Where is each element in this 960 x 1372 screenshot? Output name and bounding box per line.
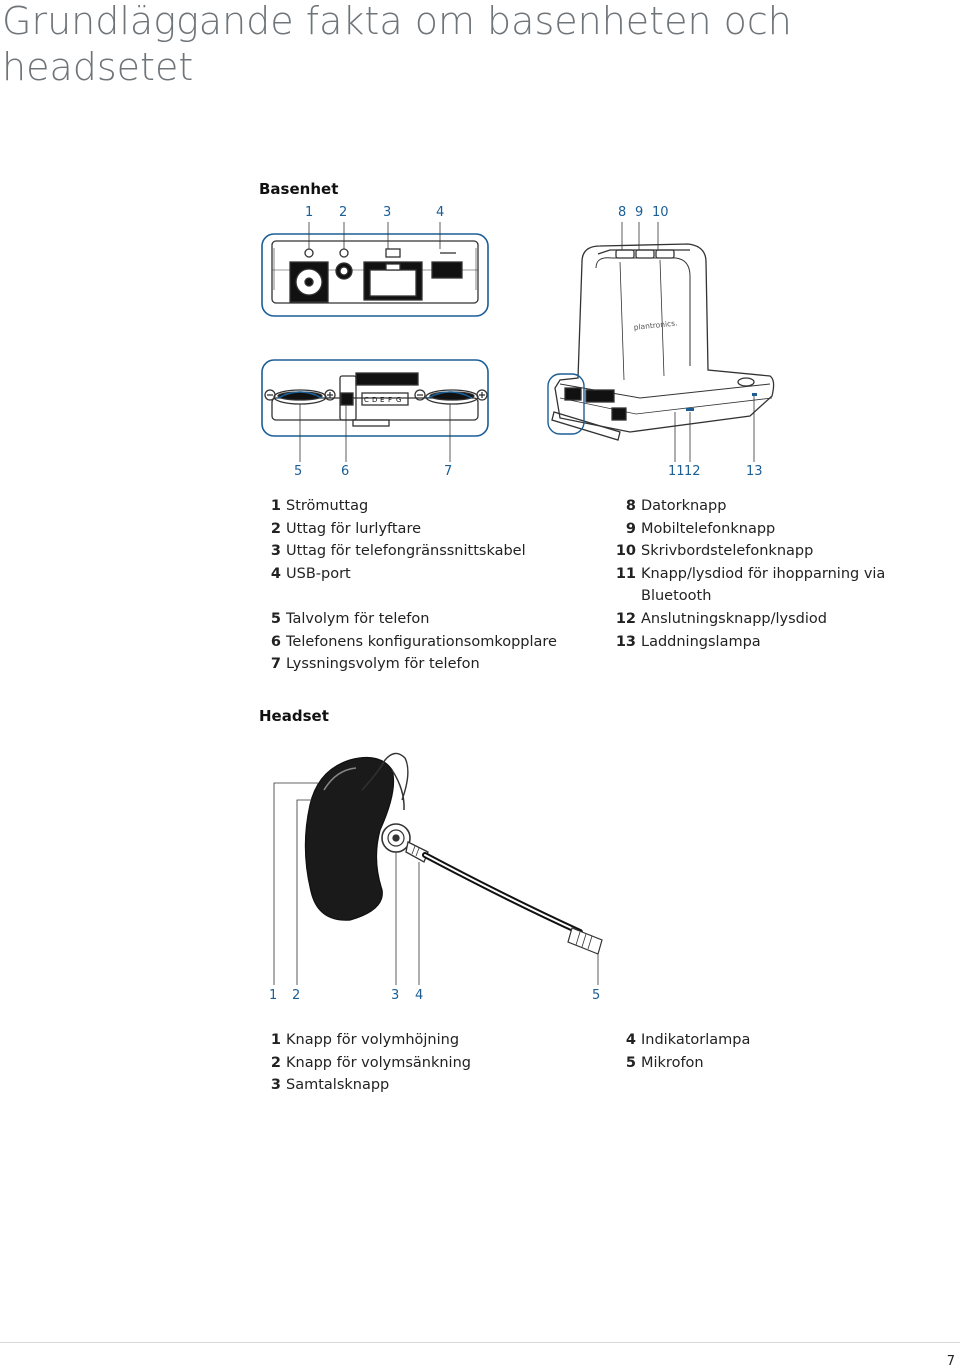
switch-letter-d: D	[372, 396, 377, 404]
switch-letter-f: F	[388, 396, 392, 404]
callout-base-7: 7	[444, 464, 453, 479]
back-panel-drawing	[261, 233, 489, 317]
callout-headset-1: 1	[269, 988, 278, 1003]
switch-letter-g: G	[396, 396, 401, 404]
front-panel-drawing	[261, 359, 489, 437]
callout-base-13: 13	[746, 464, 763, 479]
headset-heading: Headset	[259, 707, 329, 725]
callout-headset-4: 4	[415, 988, 424, 1003]
callout-base-6: 6	[341, 464, 350, 479]
page-title: Grundläggande fakta om basenheten och he…	[2, 0, 902, 90]
callout-base-4: 4	[436, 205, 445, 220]
footer-rule	[0, 1342, 960, 1343]
callout-base-3: 3	[383, 205, 392, 220]
dock-drawing	[547, 243, 775, 441]
callout-base-12: 12	[684, 464, 701, 479]
switch-letter-a: A	[344, 396, 349, 404]
switch-letter-e: E	[380, 396, 384, 404]
callout-base-1: 1	[305, 205, 314, 220]
page-number: 7	[946, 1354, 955, 1369]
callout-base-8: 8	[618, 205, 627, 220]
callout-base-2: 2	[339, 205, 348, 220]
callout-headset-3: 3	[391, 988, 400, 1003]
callout-base-11: 11	[668, 464, 685, 479]
callout-base-10: 10	[652, 205, 669, 220]
callout-headset-5: 5	[592, 988, 601, 1003]
callout-headset-2: 2	[292, 988, 301, 1003]
switch-letter-c: C	[364, 396, 369, 404]
page-title-line-2: headsetet	[2, 45, 194, 89]
callout-base-9: 9	[635, 205, 644, 220]
callout-base-5: 5	[294, 464, 303, 479]
basenhet-heading: Basenhet	[259, 180, 339, 198]
page-title-line-1: Grundläggande fakta om basenheten och	[2, 0, 792, 43]
list-item-continuation: Bluetooth	[641, 588, 712, 605]
